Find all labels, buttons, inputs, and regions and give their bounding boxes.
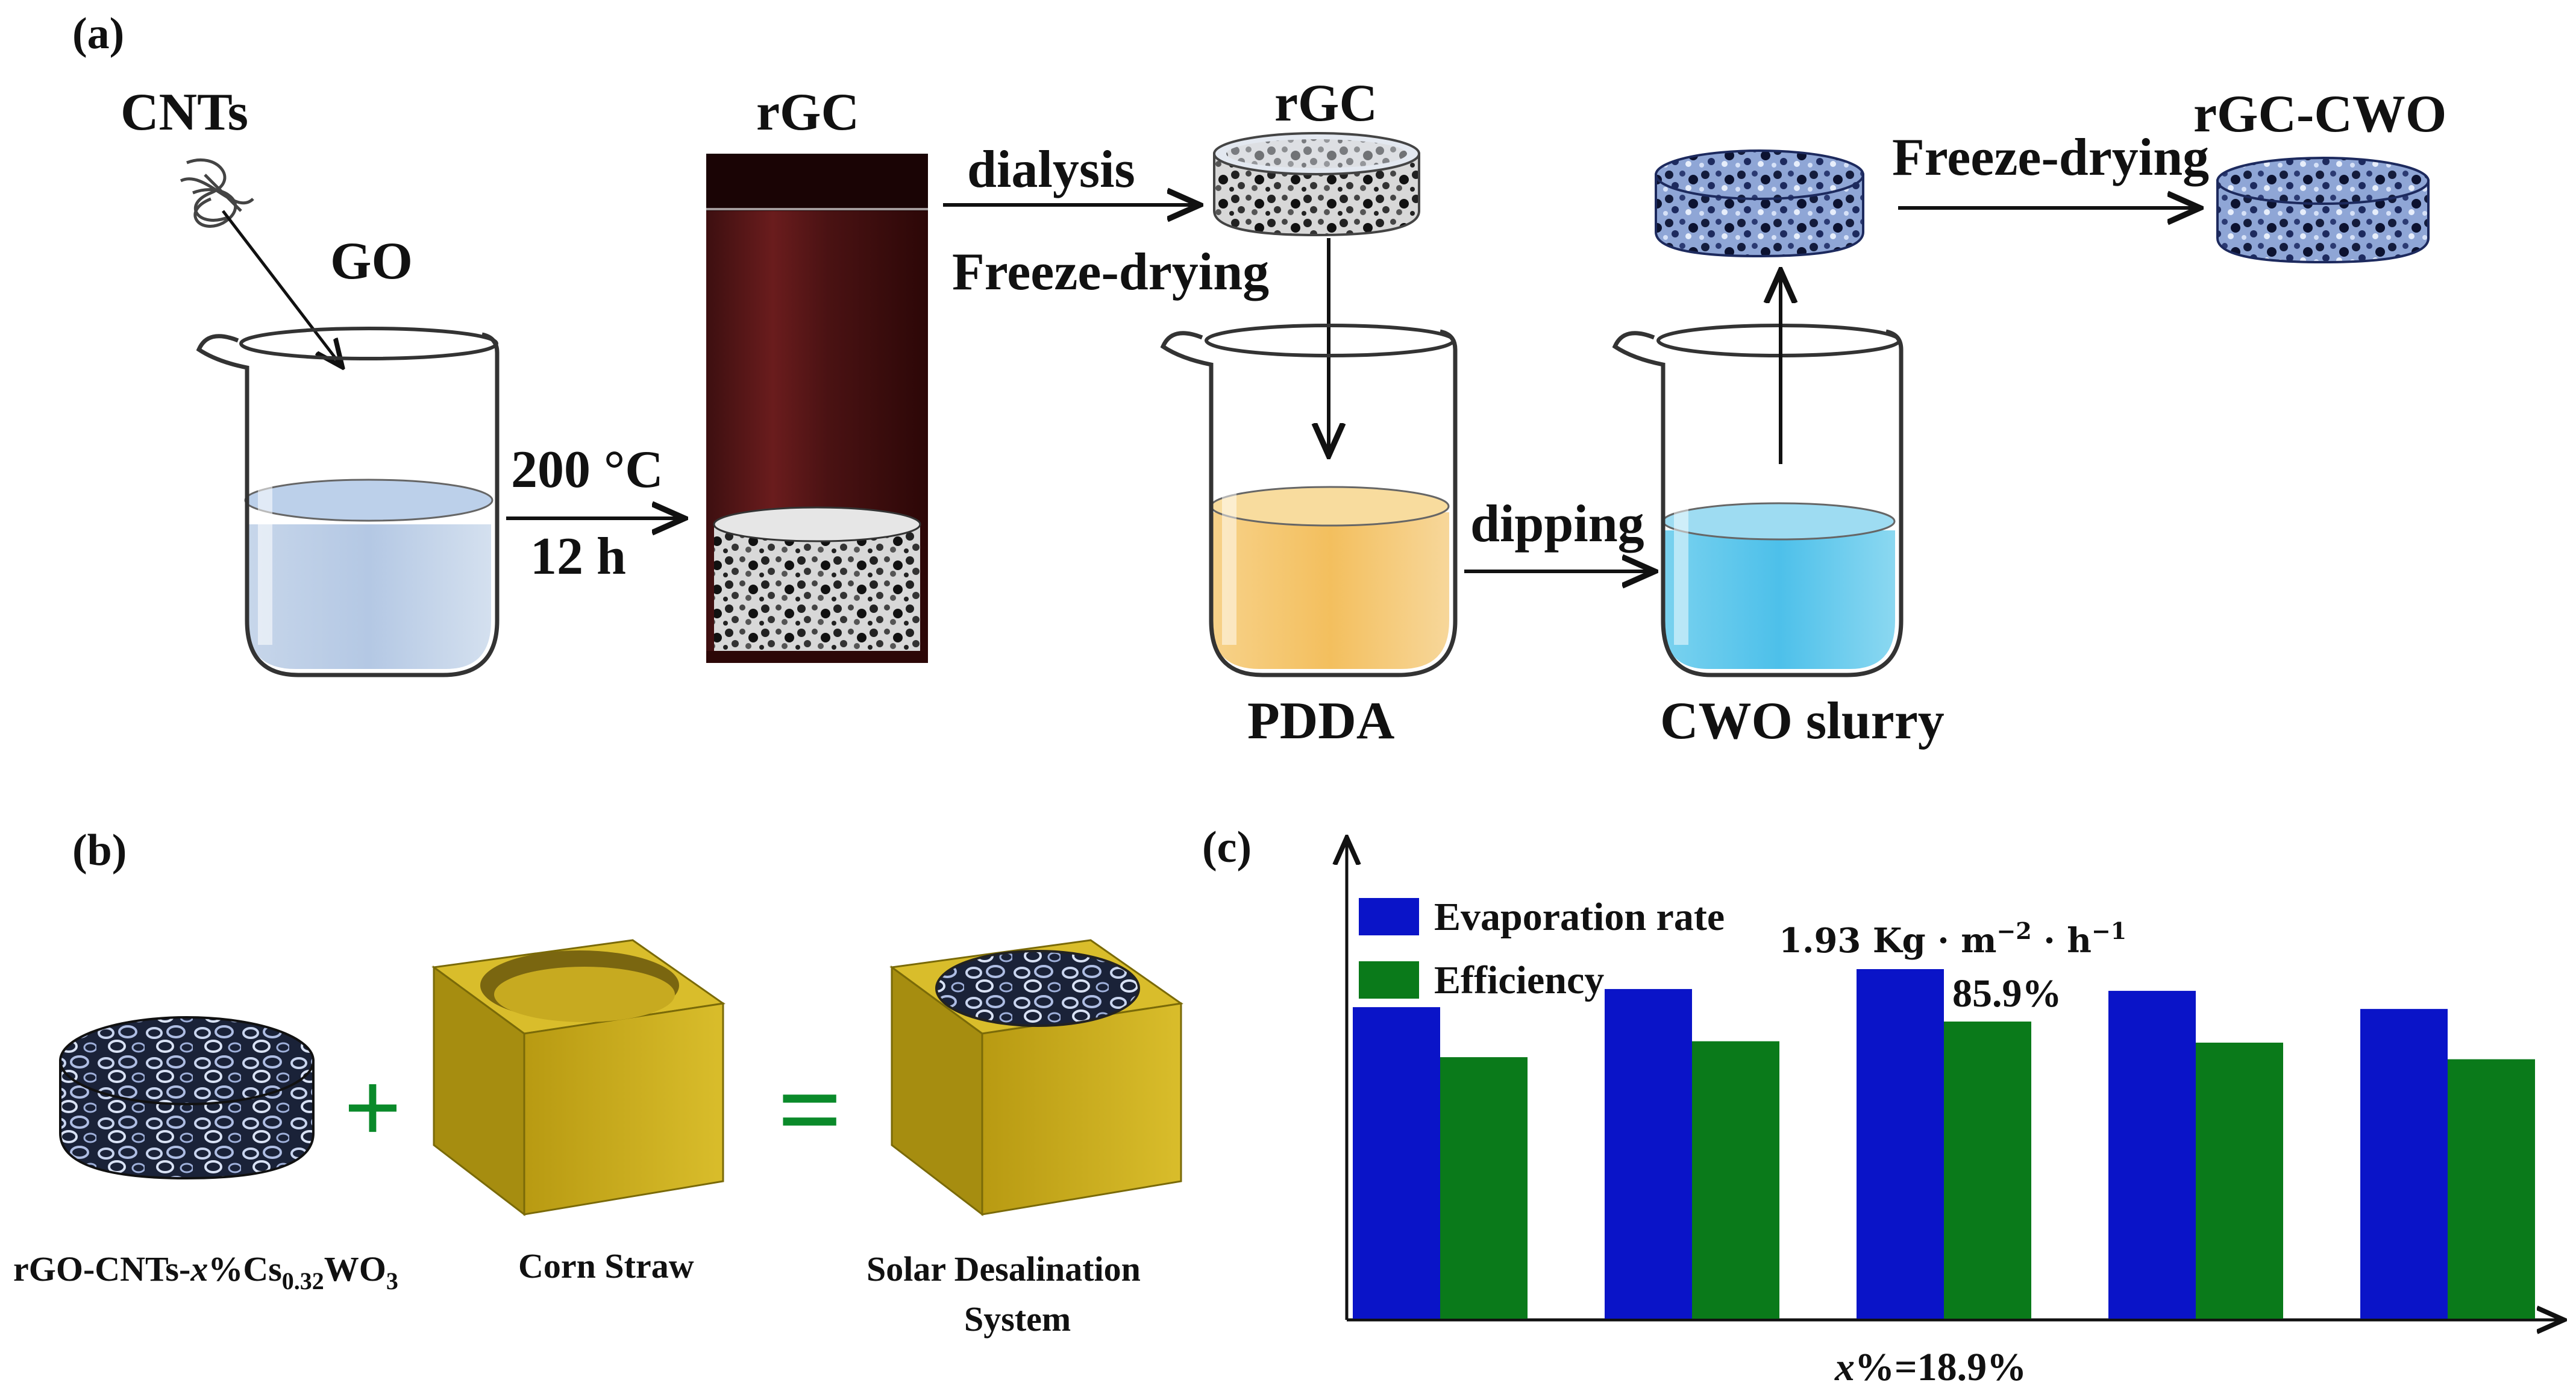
freeze-drying-label-2: Freeze-drying bbox=[1892, 128, 2209, 187]
legend-swatch-efficiency bbox=[1359, 961, 1419, 999]
rgc-cwo-disc bbox=[2216, 157, 2430, 264]
corn-straw-box bbox=[431, 939, 725, 1217]
bars-group bbox=[1353, 969, 2535, 1319]
panel-a-label: (a) bbox=[72, 9, 124, 58]
dialysis-label: dialysis bbox=[967, 140, 1135, 199]
efficiency-bar-5 bbox=[2448, 1059, 2535, 1319]
foam-disc bbox=[59, 1016, 315, 1180]
rgc-disc bbox=[1213, 132, 1420, 237]
pdda-label: PDDA bbox=[1247, 692, 1394, 750]
efficiency-bar-1 bbox=[1440, 1057, 1528, 1319]
solar-desalination-box bbox=[889, 939, 1183, 1217]
solar-desalination-label-2: System bbox=[964, 1299, 1071, 1339]
evaporation-bar-2 bbox=[1605, 989, 1692, 1319]
efficiency-bar-3 bbox=[1944, 1022, 2031, 1319]
bar-chart: Evaporation rate Efficiency 1.93 Kg · m−… bbox=[1347, 841, 2561, 1389]
evaporation-bar-3 bbox=[1857, 969, 1944, 1319]
rgc-autoclave-tube bbox=[706, 154, 928, 663]
panel-c: (c) Evaporation rate Efficiency 1.93 Kg … bbox=[1202, 823, 2561, 1389]
legend-label-efficiency: Efficiency bbox=[1434, 958, 1604, 1002]
solar-desalination-label-1: Solar Desalination bbox=[867, 1249, 1141, 1289]
cnts-label: CNTs bbox=[121, 83, 248, 142]
legend-label-evaporation: Evaporation rate bbox=[1434, 895, 1725, 939]
plus-sign: + bbox=[343, 1051, 402, 1164]
time-label: 12 h bbox=[530, 527, 626, 586]
evaporation-bar-4 bbox=[2108, 991, 2196, 1319]
temperature-label: 200 °C bbox=[511, 441, 663, 499]
dipping-label: dipping bbox=[1470, 495, 1644, 553]
evaporation-rate-annotation: 1.93 Kg · m−2 · h−1 bbox=[1779, 917, 2126, 961]
efficiency-annotation: 85.9% bbox=[1952, 972, 2062, 1016]
evaporation-bar-5 bbox=[2360, 1009, 2448, 1319]
cwo-slurry-label: CWO slurry bbox=[1660, 692, 1945, 750]
beaker-pdda bbox=[1160, 324, 1458, 677]
panel-b: (b) rGO-CNTs-x%Cs0.32WO3 + Corn Straw = bbox=[13, 826, 1183, 1339]
panel-c-label: (c) bbox=[1202, 823, 1252, 872]
rgc-disc-label: rGC bbox=[1274, 74, 1377, 133]
cwo-disc bbox=[1655, 149, 1864, 258]
cnts-scribble-icon bbox=[180, 158, 254, 228]
legend-swatch-evaporation bbox=[1359, 898, 1419, 935]
go-label: GO bbox=[330, 232, 413, 290]
composite-formula-label: rGO-CNTs-x%Cs0.32WO3 bbox=[13, 1249, 398, 1295]
legend: Evaporation rate Efficiency bbox=[1359, 895, 1725, 1002]
freeze-drying-label-1: Freeze-drying bbox=[952, 243, 1269, 301]
beaker-cwo bbox=[1612, 324, 1904, 677]
rgc-tube-label: rGC bbox=[756, 83, 859, 142]
rgc-cwo-label: rGC-CWO bbox=[2193, 85, 2446, 143]
corn-straw-label: Corn Straw bbox=[518, 1246, 694, 1286]
equals-sign: = bbox=[777, 1047, 842, 1173]
panel-a: (a) CNTs GO 200 °C 12 h rGC bbox=[72, 9, 2446, 750]
x-axis-label: x%=18.9% bbox=[1834, 1345, 2026, 1389]
cnts-to-beaker-arrow bbox=[222, 210, 340, 365]
panel-b-label: (b) bbox=[72, 826, 127, 875]
evaporation-bar-1 bbox=[1353, 1007, 1440, 1319]
efficiency-bar-2 bbox=[1692, 1041, 1779, 1319]
efficiency-bar-4 bbox=[2196, 1043, 2283, 1319]
beaker-go bbox=[196, 327, 500, 677]
